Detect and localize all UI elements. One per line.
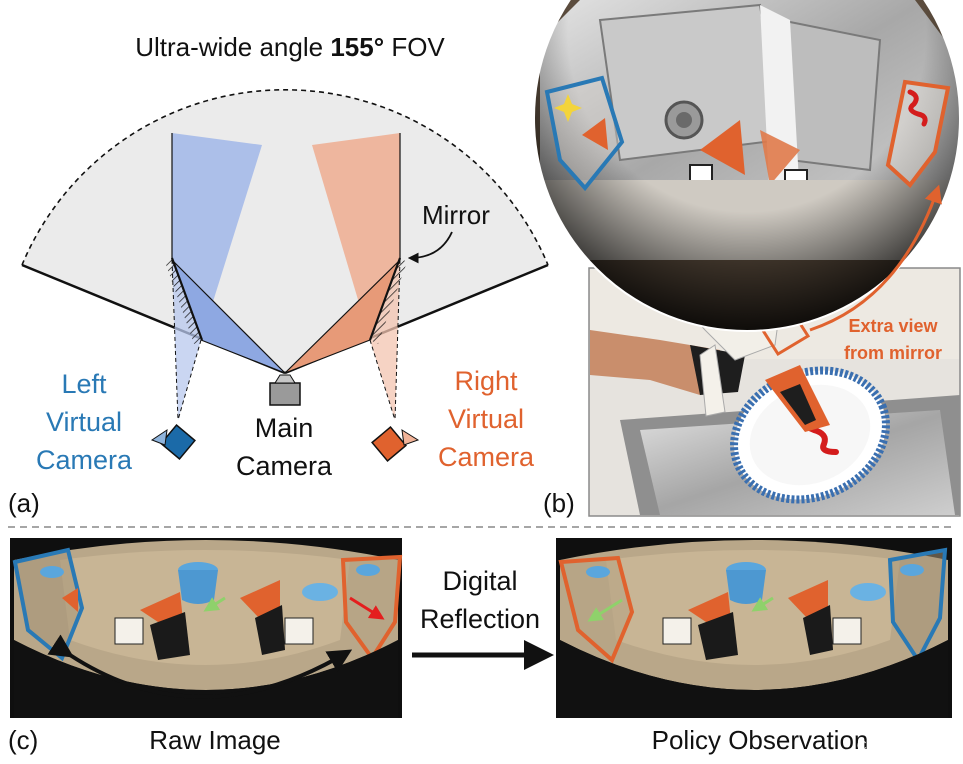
right-virtual-ray-1 — [394, 259, 401, 421]
main-camera-line-1: Main — [255, 413, 314, 443]
policy-observation-image — [556, 538, 952, 718]
fov-arc — [21, 89, 549, 266]
digital-reflection-line-2: Reflection — [420, 604, 540, 634]
panel-b-tag: (b) — [543, 488, 575, 518]
panel-a-title: Ultra-wide angle 155° FOV — [135, 32, 445, 62]
main-camera-line-2: Camera — [236, 451, 333, 481]
right-camera-line-2: Virtual — [448, 404, 524, 434]
panel-c-tag: (c) — [8, 725, 38, 755]
left-virtual-ray-1 — [171, 259, 179, 421]
panel-a-tag: (a) — [8, 488, 40, 518]
left-virtual-camera-icon — [150, 424, 196, 460]
swap-double-arrow — [47, 634, 353, 699]
left-camera-line-1: Left — [61, 369, 107, 399]
left-ray-2 — [200, 339, 286, 374]
main-camera-lens — [274, 374, 296, 384]
watermark: CSDN @虫虫jjjjj — [857, 737, 958, 753]
policy-left-mirror-outline — [887, 547, 948, 664]
right-mirror — [370, 258, 407, 344]
right-camera-line-1: Right — [454, 366, 518, 396]
left-camera-line-2: Virtual — [46, 407, 122, 437]
raw-image — [10, 538, 403, 718]
right-virtual-camera-icon — [371, 426, 420, 462]
fov-sector — [22, 89, 548, 374]
extra-view-line-2: from mirror — [844, 343, 942, 363]
policy-observation-label: Policy Observation — [652, 725, 869, 755]
mirror-pointer-arrow — [407, 231, 453, 264]
sparkle-icon — [554, 94, 582, 122]
main-camera-icon — [269, 382, 301, 406]
extra-view-arrow — [809, 184, 942, 332]
right-ray-1 — [284, 259, 401, 374]
fisheye-view-b — [533, 0, 961, 332]
right-ray-2 — [284, 339, 371, 374]
left-ray-1 — [171, 259, 286, 374]
raw-left-mirror-outline — [12, 547, 85, 662]
mirror-label: Mirror — [422, 200, 490, 230]
right-camera-line-3: Camera — [438, 442, 535, 472]
digital-reflection-line-1: Digital — [442, 566, 517, 596]
right-mirror-surface — [368, 257, 402, 341]
left-mirror-surface — [170, 257, 204, 341]
extra-view-line-1: Extra view — [848, 316, 938, 336]
right-mirror-view-outline — [885, 79, 951, 188]
raw-image-label: Raw Image — [149, 725, 281, 755]
left-mirror — [165, 258, 202, 344]
panel-a-diagram — [21, 89, 549, 462]
left-camera-line-3: Camera — [36, 445, 133, 475]
